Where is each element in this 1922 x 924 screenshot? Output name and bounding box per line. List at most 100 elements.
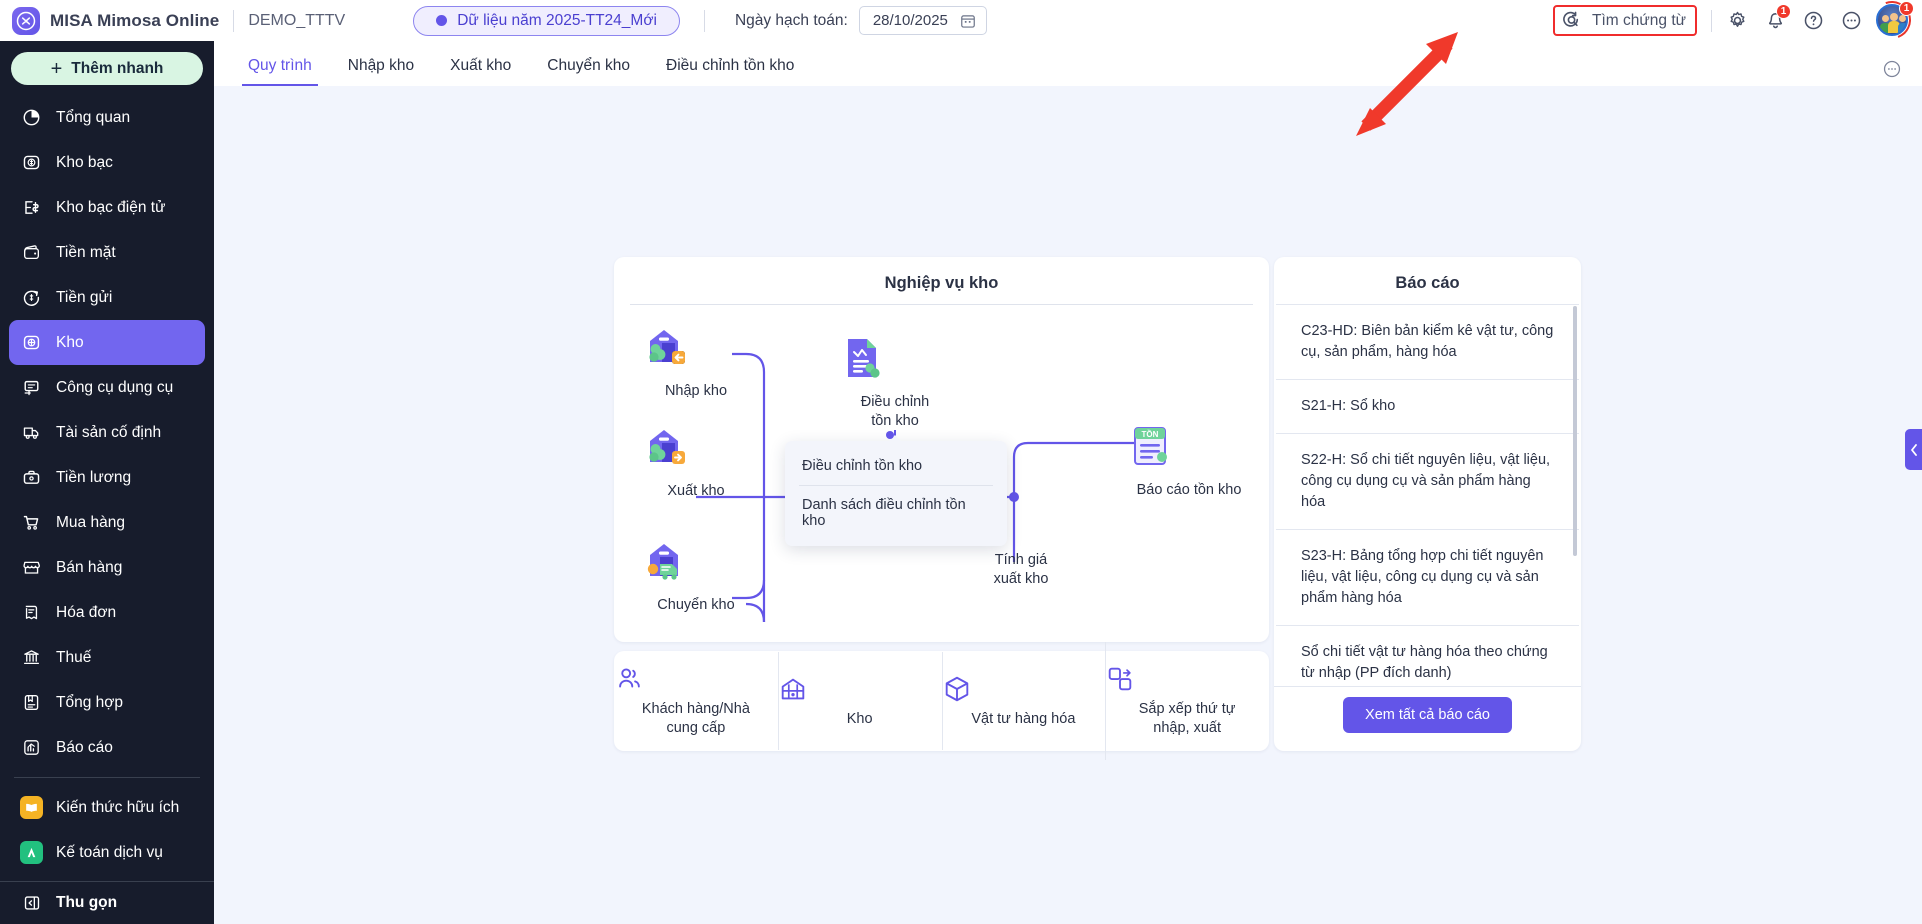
warehouse-out-icon	[649, 430, 685, 464]
sidebar-item-label: Tiền gửi	[56, 288, 113, 306]
treasury-icon	[20, 151, 43, 174]
report-list-item[interactable]: S21-H: Sổ kho	[1276, 379, 1579, 433]
search-document-icon	[1562, 10, 1583, 31]
flow-node-label: Tính giá xuất kho	[993, 552, 1049, 587]
collapse-sidebar-button[interactable]: Thu gọn	[0, 882, 214, 924]
dropdown-item-dieu-chinh-ton-kho[interactable]: Điều chỉnh tồn kho	[802, 458, 923, 474]
fiscal-year-label: Dữ liệu năm 2025-TT24_Mới	[457, 11, 657, 29]
sidebar-item-label: Bán hàng	[56, 558, 123, 576]
sidebar-item-kien-thuc-huu-ich[interactable]: Kiến thức hữu ích	[9, 785, 205, 830]
report-scrollbar[interactable]	[1573, 306, 1577, 556]
sidebar-item-tong-hop[interactable]: Tổng hợp	[9, 680, 205, 725]
flow-node-label: Điều chỉnh tồn kho	[860, 394, 930, 429]
cart-icon	[20, 511, 43, 534]
dropdown-item-danh-sach-dieu-chinh-ton-kho[interactable]: Danh sách điều chỉnh tồn kho	[802, 497, 966, 529]
sidebar-item-tien-luong[interactable]: Tiền lương	[9, 455, 205, 500]
right-panel-toggle[interactable]	[1905, 429, 1922, 470]
sidebar-item-tong-quan[interactable]: Tổng quan	[9, 95, 205, 140]
tab-nhap-kho[interactable]: Nhập kho	[347, 57, 415, 74]
sidebar-item-kho[interactable]: Kho	[9, 320, 205, 365]
invoice-icon	[20, 601, 43, 624]
sidebar-item-thue[interactable]: Thuế	[9, 635, 205, 680]
store-icon	[20, 556, 43, 579]
tab-xuat-kho[interactable]: Xuất kho	[450, 57, 512, 74]
search-document-label: Tìm chứng từ	[1592, 11, 1686, 29]
people-icon	[619, 668, 640, 688]
flow-node-label: Chuyển kho	[657, 597, 735, 613]
sidebar-item-label: Tiền lương	[56, 468, 132, 486]
workspace-canvas: Nghiệp vụ kho	[214, 86, 1922, 924]
warehouse-outline-icon	[781, 678, 804, 699]
report-list-item[interactable]: C23-HD: Biên bản kiểm kê vật tư, công cụ…	[1276, 304, 1579, 379]
briefcase-icon	[20, 466, 43, 489]
report-list-item[interactable]: S23-H: Bảng tổng hợp chi tiết nguyên liệ…	[1276, 529, 1579, 625]
tab-chuyen-kho[interactable]: Chuyển kho	[547, 57, 631, 74]
flow-node-nhap-kho[interactable]: Nhập kho	[636, 319, 756, 401]
warehouse-in-icon	[649, 330, 685, 364]
sidebar-item-mua-hang[interactable]: Mua hàng	[9, 500, 205, 545]
sidebar-item-tien-mat[interactable]: Tiền mặt	[9, 230, 205, 275]
sidebar-item-ke-toan-dich-vu[interactable]: Kế toán dịch vụ	[9, 830, 205, 875]
sidebar-item-label: Thuế	[56, 648, 92, 666]
sidebar-item-tien-gui[interactable]: Tiền gửi	[9, 275, 205, 320]
tab-dieu-chinh-ton-kho[interactable]: Điều chỉnh tồn kho	[666, 57, 795, 74]
quick-link-label: Kho	[846, 710, 873, 727]
sidebar-item-ban-hang[interactable]: Bán hàng	[9, 545, 205, 590]
tab-quy-trinh[interactable]: Quy trình	[230, 57, 330, 86]
pie-chart-icon	[20, 106, 43, 129]
view-all-reports-button[interactable]: Xem tất cả báo cáo	[1343, 697, 1512, 733]
sidebar-item-hoa-don[interactable]: Hóa đơn	[9, 590, 205, 635]
divider	[703, 9, 705, 32]
report-list-item[interactable]: Sổ chi tiết vật tư hàng hóa theo chứng t…	[1276, 625, 1579, 686]
sidebar-item-kho-bac[interactable]: Kho bạc	[9, 140, 205, 185]
posting-date-label: Ngày hạch toán:	[734, 11, 848, 29]
sidebar-item-cong-cu-dung-cu[interactable]: Công cụ dụng cụ	[9, 365, 205, 410]
more-options-button[interactable]	[1835, 5, 1867, 37]
notification-badge: 1	[1776, 3, 1791, 19]
avatar[interactable]: 1	[1866, 0, 1918, 45]
posting-date-field[interactable]: 28/10/2025	[858, 6, 987, 35]
notifications-button[interactable]: 1	[1759, 3, 1791, 37]
divider	[1711, 9, 1712, 32]
report-list-item[interactable]: S22-H: Sổ chi tiết nguyên liệu, vật liệu…	[1276, 433, 1579, 529]
report-list[interactable]: C23-HD: Biên bản kiểm kê vật tư, công cụ…	[1274, 304, 1581, 686]
dropdown-anchor-dot	[886, 431, 894, 439]
sidebar-item-kho-bac-dien-tu[interactable]: Kho bạc điện tử	[9, 185, 205, 230]
tenant-name: DEMO_TTTV	[248, 11, 346, 29]
flow-node-chuyen-kho[interactable]: Chuyển kho	[636, 533, 756, 615]
fiscal-year-selector[interactable]: Dữ liệu năm 2025-TT24_Mới	[413, 5, 680, 36]
sort-icon	[1109, 667, 1132, 691]
e-treasury-icon	[20, 196, 43, 219]
help-button[interactable]	[1797, 5, 1829, 37]
flow-node-xuat-kho[interactable]: Xuất kho	[636, 419, 756, 501]
report-panel-title: Báo cáo	[1395, 274, 1460, 292]
sidebar-item-bao-cao[interactable]: Báo cáo	[9, 725, 205, 770]
box-icon	[945, 676, 968, 701]
sidebar-item-tai-san-co-dinh[interactable]: Tài sản cố định	[9, 410, 205, 455]
flow-node-bao-cao-ton-kho[interactable]: TỒN Báo cáo tồn kho	[1124, 422, 1254, 500]
flow-node-dieu-chinh-ton-kho[interactable]: Điều chỉnh tồn kho	[835, 330, 955, 430]
calendar-icon[interactable]	[960, 13, 976, 29]
sidebar-divider	[14, 777, 200, 778]
settings-button[interactable]	[1721, 5, 1753, 37]
quick-link-khach-hang-nha-cung-cap[interactable]: Khách hàng/Nhà cung cấp	[614, 664, 778, 738]
quick-add-button[interactable]: + Thêm nhanh	[11, 52, 203, 85]
quick-links-card: Khách hàng/Nhà cung cấp Kho Vật tư hàng …	[614, 642, 1269, 760]
misa-logo-icon[interactable]	[12, 6, 40, 35]
ledger-icon	[20, 691, 43, 714]
quick-link-vat-tu-hang-hoa[interactable]: Vật tư hàng hóa	[941, 651, 1106, 751]
quick-link-label: Vật tư hàng hóa	[971, 710, 1076, 727]
quick-link-sap-xep-thu-tu-nhap-xuat[interactable]: Sắp xếp thứ tự nhập, xuất	[1105, 642, 1269, 760]
body-row: + Thêm nhanh Tổng quan Kho bạc Kho bạc đ…	[0, 41, 1922, 924]
main-area: Quy trình Nhập kho Xuất kho Chuyển kho Đ…	[214, 41, 1922, 924]
stock-adjust-dropdown-menu: Điều chỉnh tồn kho Danh sách điều chỉnh …	[785, 435, 1007, 546]
quick-link-kho[interactable]: Kho	[777, 651, 942, 751]
avatar-badge: 1	[1899, 0, 1914, 16]
search-document-button[interactable]: Tìm chứng từ	[1553, 5, 1697, 36]
sidebar-item-label: Kế toán dịch vụ	[56, 843, 163, 861]
more-dots-icon	[1883, 60, 1901, 78]
brand-name: MISA Mimosa Online	[50, 10, 220, 30]
stock-adjust-doc-icon	[848, 339, 880, 378]
tab-bar-more-button[interactable]	[1882, 59, 1922, 86]
